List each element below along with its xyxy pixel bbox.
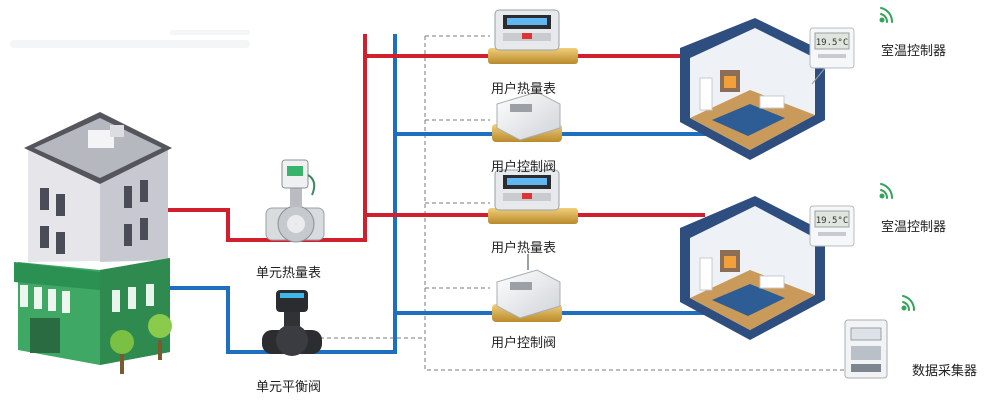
label-user-heat-meter-1: 用户热量表 <box>491 82 557 97</box>
apartment-building <box>14 112 172 374</box>
label-user-control-valve-2: 用户控制阀 <box>491 336 557 351</box>
wifi-icon <box>901 295 916 311</box>
user-heat-meter-2-device <box>488 169 578 224</box>
data-collector-device <box>844 319 888 379</box>
room-1-illustration <box>680 18 825 160</box>
label-room-temp-controller-1: 室温控制器 <box>881 44 947 59</box>
thermostat-1-display: 19.5°C <box>816 38 849 48</box>
room-2-illustration <box>680 196 825 340</box>
wifi-icon <box>879 183 894 199</box>
room-temp-controller-2-device: 19.5°C <box>809 205 855 247</box>
room-temp-controller-1-device: 19.5°C <box>809 27 855 85</box>
user-control-valve-2-device <box>492 254 562 322</box>
unit-balance-valve-device <box>262 290 322 356</box>
label-user-heat-meter-2: 用户热量表 <box>491 241 557 256</box>
signal-lines <box>320 35 848 371</box>
unit-heat-meter-device <box>265 159 325 243</box>
user-heat-meter-1-device <box>488 9 578 64</box>
label-data-collector: 数据采集器 <box>912 364 978 379</box>
label-unit-balance-valve: 单元平衡阀 <box>256 380 322 395</box>
supply-pipes <box>165 34 705 242</box>
user-control-valve-1-device <box>492 91 562 142</box>
label-user-control-valve-1: 用户控制阀 <box>491 160 557 175</box>
thermostat-2-display: 19.5°C <box>816 216 849 226</box>
return-pipes <box>165 34 735 354</box>
background-haze <box>10 30 250 48</box>
label-unit-heat-meter: 单元热量表 <box>256 266 322 281</box>
wifi-icon <box>879 7 894 23</box>
label-room-temp-controller-2: 室温控制器 <box>881 220 947 235</box>
